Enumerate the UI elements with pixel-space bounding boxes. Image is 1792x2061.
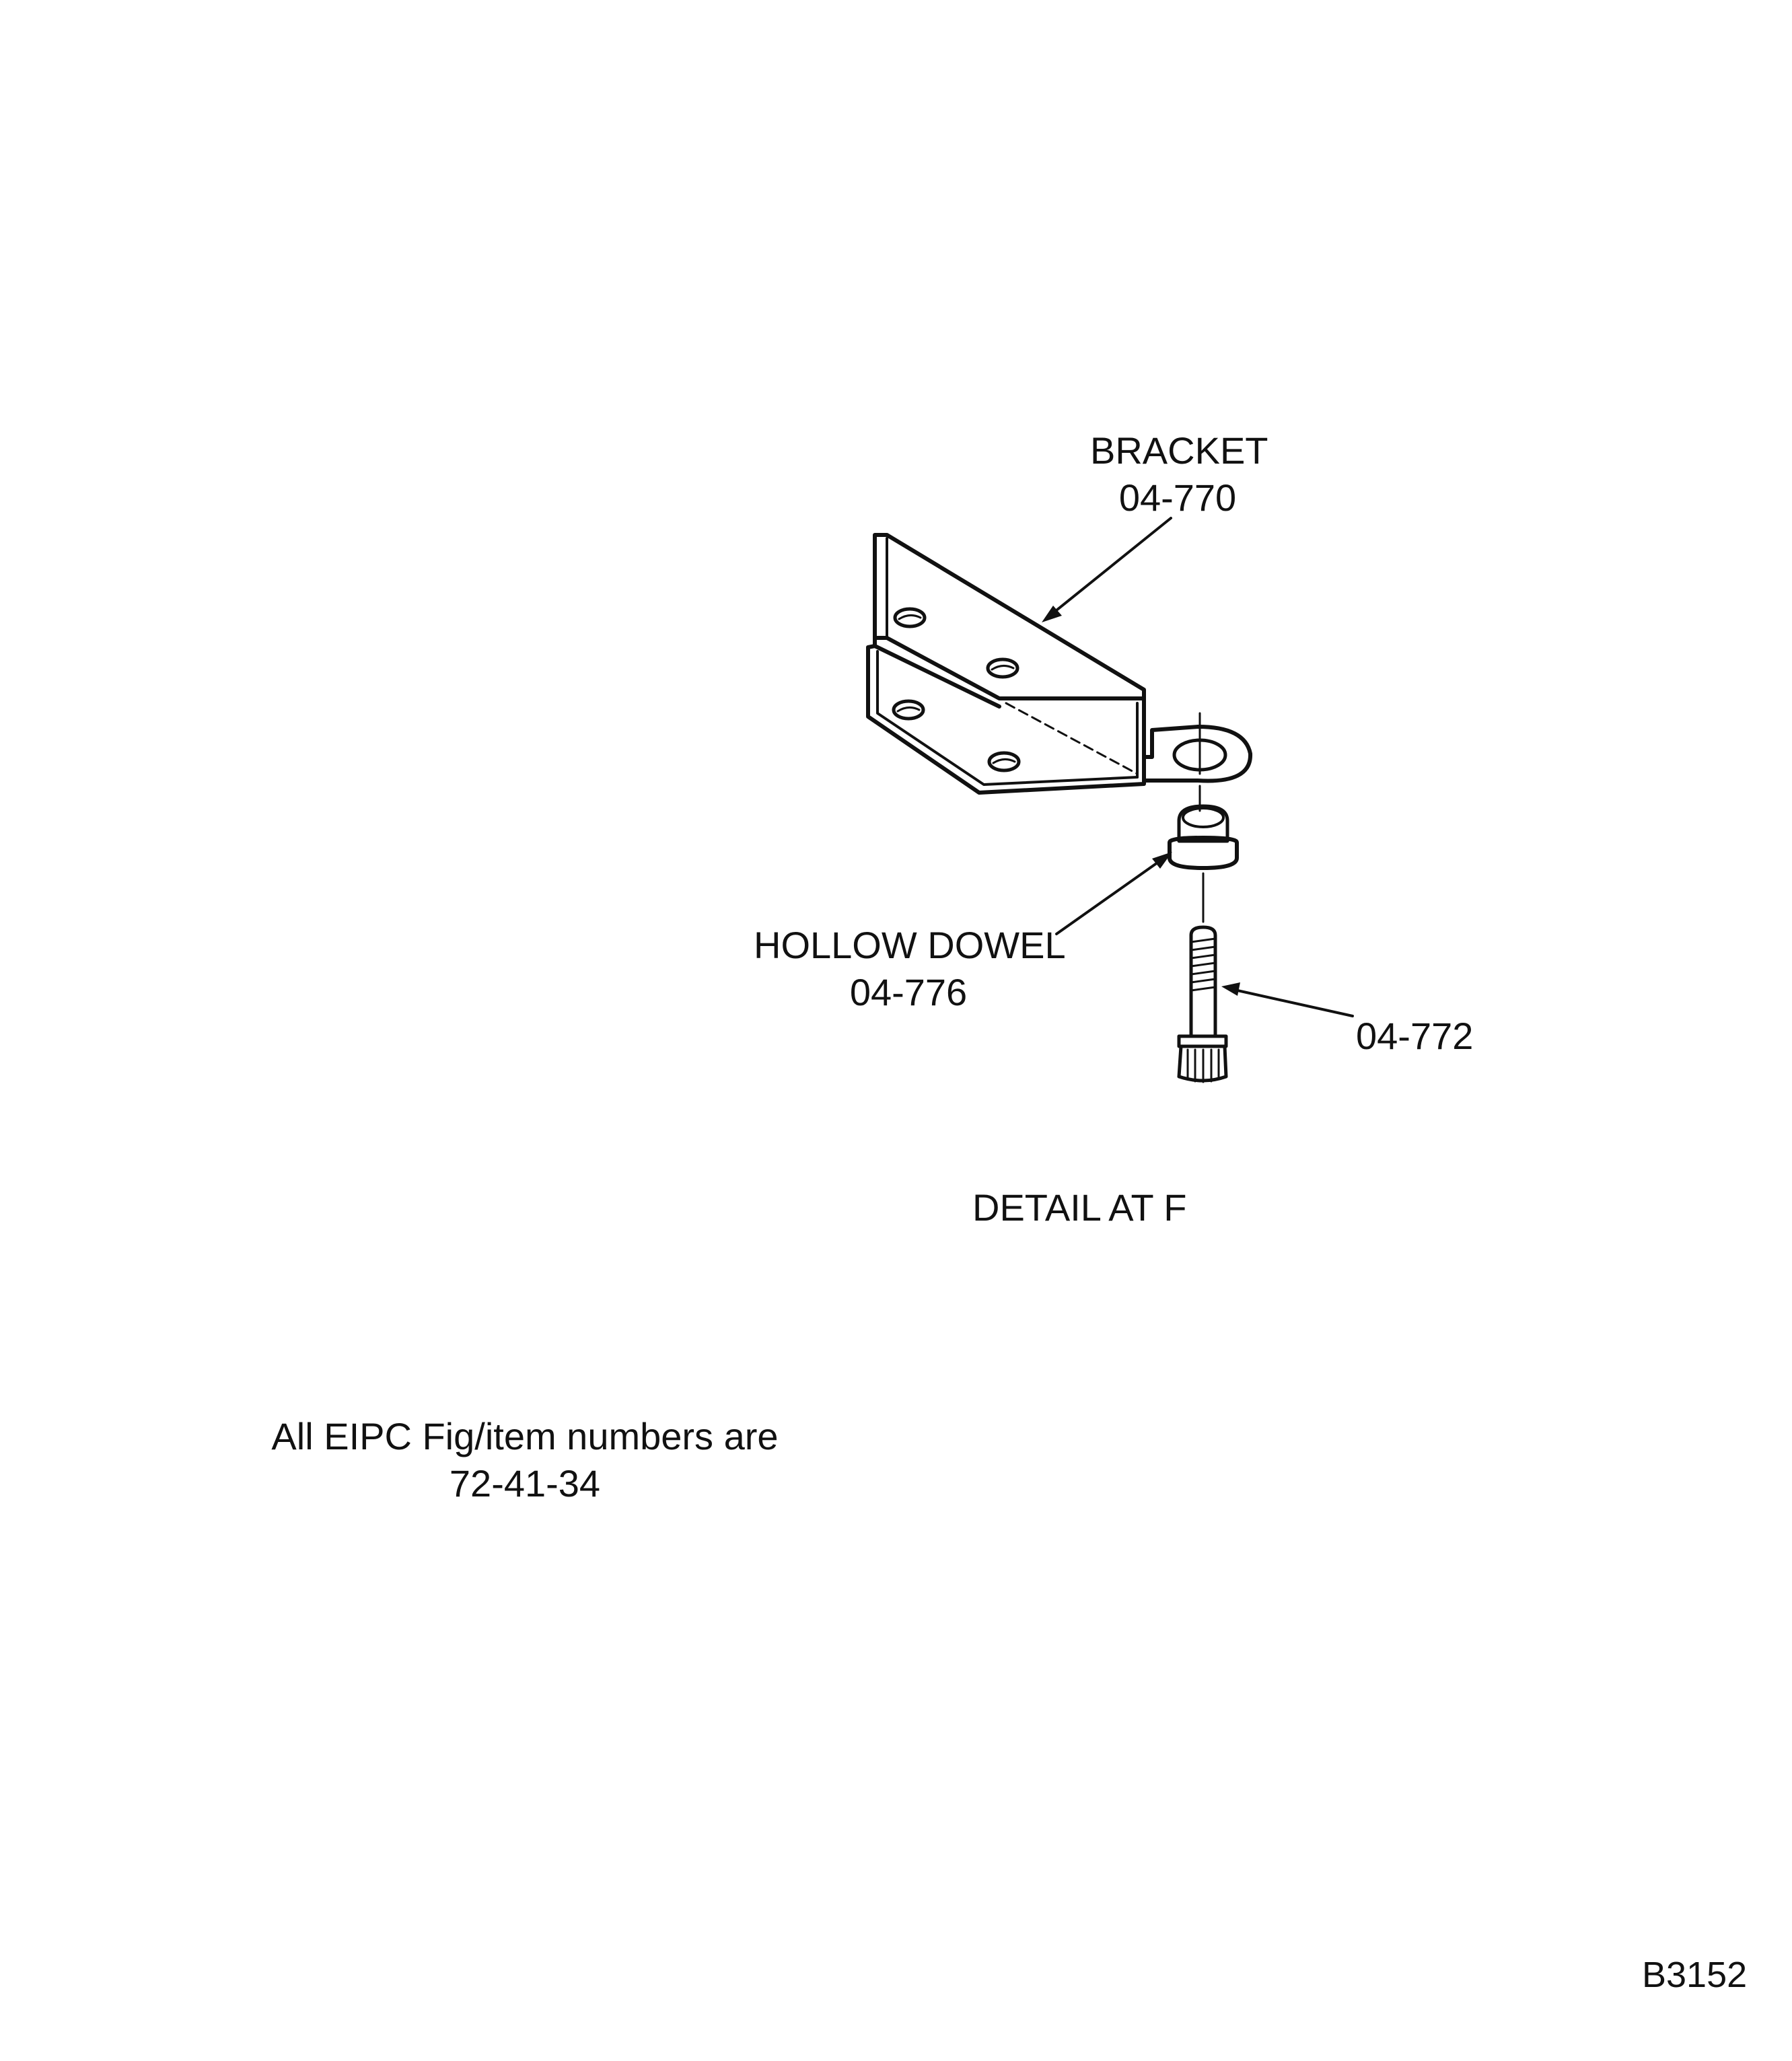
eipc-note-line1: All EIPC Fig/item numbers are bbox=[271, 1415, 779, 1457]
hollow-dowel-callout-number: 04-776 bbox=[849, 971, 968, 1013]
bolt-part bbox=[1177, 872, 1228, 1083]
hollow-dowel-part bbox=[1168, 785, 1239, 870]
bracket-arrowhead bbox=[1042, 606, 1062, 622]
hollow-dowel-callout-name: HOLLOW DOWEL bbox=[754, 924, 1066, 966]
figure-id: B3152 bbox=[1642, 1955, 1748, 1995]
eipc-note: All EIPC Fig/item numbers are 72-41-34 bbox=[256, 1413, 794, 1507]
detail-caption: DETAIL AT F bbox=[972, 1186, 1187, 1229]
hollow-dowel-callout: HOLLOW DOWEL 04-776 bbox=[754, 922, 1066, 1016]
eipc-note-line2: 72-41-34 bbox=[449, 1462, 601, 1505]
bolt-callout-number: 04-772 bbox=[1356, 1015, 1474, 1057]
bracket-part bbox=[866, 533, 1253, 795]
bolt-arrowhead bbox=[1221, 982, 1240, 996]
bracket-callout-number: 04-770 bbox=[1118, 476, 1237, 519]
bracket-callout-name: BRACKET bbox=[1090, 429, 1268, 472]
leader-lines bbox=[1042, 517, 1354, 1017]
dowel-arrowhead bbox=[1152, 852, 1172, 869]
bracket-callout: BRACKET 04-770 bbox=[1090, 427, 1268, 521]
